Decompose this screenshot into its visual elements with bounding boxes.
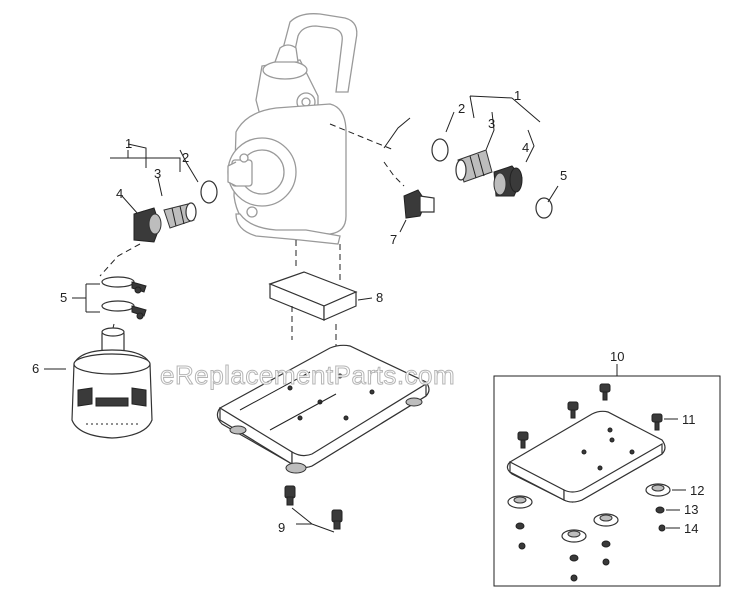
pump-body bbox=[227, 13, 358, 245]
strainer bbox=[44, 327, 153, 439]
base-screws bbox=[284, 485, 343, 533]
callout-9: 9 bbox=[278, 520, 285, 535]
callout-6: 6 bbox=[32, 361, 39, 376]
hose-clamp-lower bbox=[101, 300, 147, 320]
hose-barb-left bbox=[163, 202, 197, 229]
callout-5-right: 5 bbox=[560, 168, 567, 183]
hose-clamps-left bbox=[72, 276, 147, 333]
right-fitting-assembly bbox=[329, 95, 559, 233]
rubber-mounts bbox=[507, 483, 686, 543]
callout-11: 11 bbox=[682, 412, 696, 427]
o-ring-right bbox=[431, 138, 449, 162]
callout-7: 7 bbox=[390, 232, 397, 247]
callout-12: 12 bbox=[690, 483, 704, 498]
callout-1-left: 1 bbox=[125, 136, 132, 151]
o-ring-left bbox=[200, 180, 218, 204]
callout-13: 13 bbox=[684, 502, 698, 517]
kit-nuts bbox=[518, 524, 680, 582]
watermark-text: eReplacementParts.com bbox=[160, 360, 455, 390]
hose-barb-right bbox=[455, 149, 493, 183]
base-plate bbox=[216, 344, 430, 474]
callout-labels: 1 2 3 4 5 6 1 2 3 4 5 7 8 9 10 11 12 13 … bbox=[32, 88, 704, 536]
left-fitting-assembly bbox=[99, 143, 218, 277]
callout-2-left: 2 bbox=[182, 150, 189, 165]
callout-3-left: 3 bbox=[154, 166, 161, 181]
kit-washers bbox=[515, 506, 680, 562]
callout-4-right: 4 bbox=[522, 140, 529, 155]
adapter-fitting bbox=[399, 189, 435, 233]
callout-4-left: 4 bbox=[116, 186, 123, 201]
callout-5-left: 5 bbox=[60, 290, 67, 305]
callout-3-right: 3 bbox=[488, 116, 495, 131]
coupling-nut-left bbox=[133, 207, 162, 243]
vibration-kit-box bbox=[493, 364, 721, 587]
spacer-block bbox=[268, 240, 373, 348]
snap-ring-right bbox=[535, 185, 559, 219]
callout-14: 14 bbox=[684, 521, 698, 536]
coupling-nut-right bbox=[493, 165, 523, 197]
callout-10: 10 bbox=[610, 349, 624, 364]
callout-2-right: 2 bbox=[458, 101, 465, 116]
kit-bolts bbox=[517, 383, 678, 449]
callout-8: 8 bbox=[376, 290, 383, 305]
callout-1-right: 1 bbox=[514, 88, 521, 103]
hose-clamp-upper bbox=[101, 276, 147, 294]
